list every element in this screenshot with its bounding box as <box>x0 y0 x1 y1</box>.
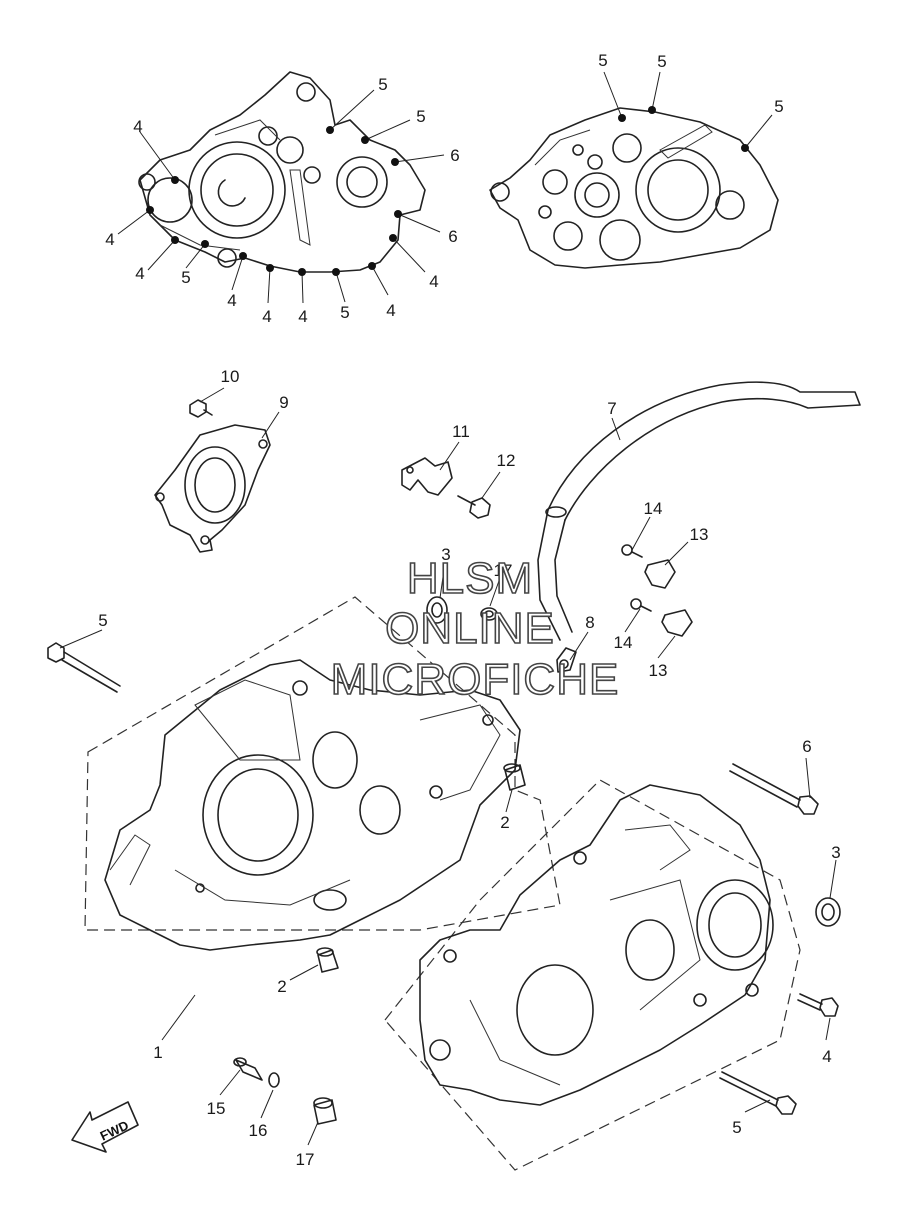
watermark-line: ONLINE <box>385 604 555 653</box>
callout: 3 <box>441 545 450 564</box>
callout: 5 <box>378 75 387 94</box>
watermark-line: HLSM <box>407 554 533 603</box>
oil-pipe <box>537 381 861 641</box>
top-left-callouts: 5 5 6 6 4 4 5 4 4 4 5 4 4 4 4 <box>105 75 459 326</box>
callout: 4 <box>135 264 144 283</box>
callout: 11 <box>452 422 470 441</box>
crankcase-left-half <box>104 659 521 951</box>
callout: 5 <box>98 611 107 630</box>
callout: 5 <box>416 107 425 126</box>
top-right-leaders <box>603 71 773 152</box>
watermark-line: MICROFICHE <box>331 655 620 704</box>
o-ring-16 <box>268 1072 280 1088</box>
callout: 5 <box>598 51 607 70</box>
top-right-callouts: 5 5 5 <box>598 51 783 116</box>
fwd-label: FWD <box>98 1118 131 1144</box>
clip-13-upper <box>644 559 676 589</box>
callout: 7 <box>607 399 616 418</box>
dowel-17-upper <box>480 607 498 621</box>
callout: 1 <box>153 1043 162 1062</box>
callout: 10 <box>221 367 240 386</box>
fwd-arrow-icon: FWD <box>71 1101 139 1153</box>
callout: 2 <box>500 813 509 832</box>
fitting-8 <box>556 647 577 673</box>
callout: 4 <box>822 1047 831 1066</box>
bolt-10 <box>189 399 213 418</box>
callout: 14 <box>644 499 663 518</box>
bolt-4 <box>797 993 839 1017</box>
callout: 6 <box>450 146 459 165</box>
callout: 4 <box>298 307 307 326</box>
watermark: HLSM ONLINE MICROFICHE <box>330 553 620 705</box>
callout: 2 <box>277 977 286 996</box>
bolt-6 <box>729 763 819 815</box>
callout: 5 <box>774 97 783 116</box>
callout: 17 <box>296 1150 315 1169</box>
screw-14-upper <box>621 544 643 558</box>
callout: 17 <box>494 561 513 580</box>
top-left-leaders <box>117 89 445 304</box>
callout: 5 <box>732 1118 741 1137</box>
crankcase-half-face-right <box>489 107 779 269</box>
clip-13-lower <box>661 609 693 637</box>
callout: 12 <box>497 451 516 470</box>
crankcase-half-face-left <box>138 71 426 273</box>
dowel-2-lower <box>316 947 339 973</box>
callout: 6 <box>448 227 457 246</box>
callout: 5 <box>181 268 190 287</box>
callout: 5 <box>657 52 666 71</box>
callout: 5 <box>340 303 349 322</box>
dowel-15 <box>233 1057 263 1081</box>
callout: 4 <box>262 307 271 326</box>
callout: 8 <box>585 613 594 632</box>
bracket-11 <box>401 457 453 496</box>
main-leaders <box>59 387 837 1146</box>
bolt-12 <box>457 495 491 519</box>
bolt-5-right <box>719 1071 797 1115</box>
bolt-5-left <box>47 642 121 693</box>
assembly-boundary-right <box>384 779 801 1171</box>
callout: 16 <box>249 1121 268 1140</box>
callout: 3 <box>831 843 840 862</box>
callout: 6 <box>802 737 811 756</box>
oil-seal-3-right <box>815 897 841 927</box>
callout: 9 <box>279 393 288 412</box>
screw-14-lower <box>630 598 652 612</box>
callout: 4 <box>386 301 395 320</box>
callout: 4 <box>227 291 236 310</box>
callout: 13 <box>690 525 709 544</box>
main-callouts: 10 9 11 12 7 14 13 3 17 8 14 13 5 2 6 3 … <box>98 367 840 1169</box>
dowel-2-upper <box>503 763 526 791</box>
callout: 15 <box>207 1099 226 1118</box>
callout: 4 <box>429 272 438 291</box>
bearing-cover-plate <box>154 424 271 553</box>
assembly-boundary-left <box>84 596 561 931</box>
callout: 13 <box>649 661 668 680</box>
dowel-17-lower <box>313 1097 337 1125</box>
callout: 14 <box>614 633 633 652</box>
callout: 4 <box>133 117 142 136</box>
oil-seal-3-upper <box>426 596 448 624</box>
callout: 4 <box>105 230 114 249</box>
crankcase-right-half <box>419 784 774 1106</box>
